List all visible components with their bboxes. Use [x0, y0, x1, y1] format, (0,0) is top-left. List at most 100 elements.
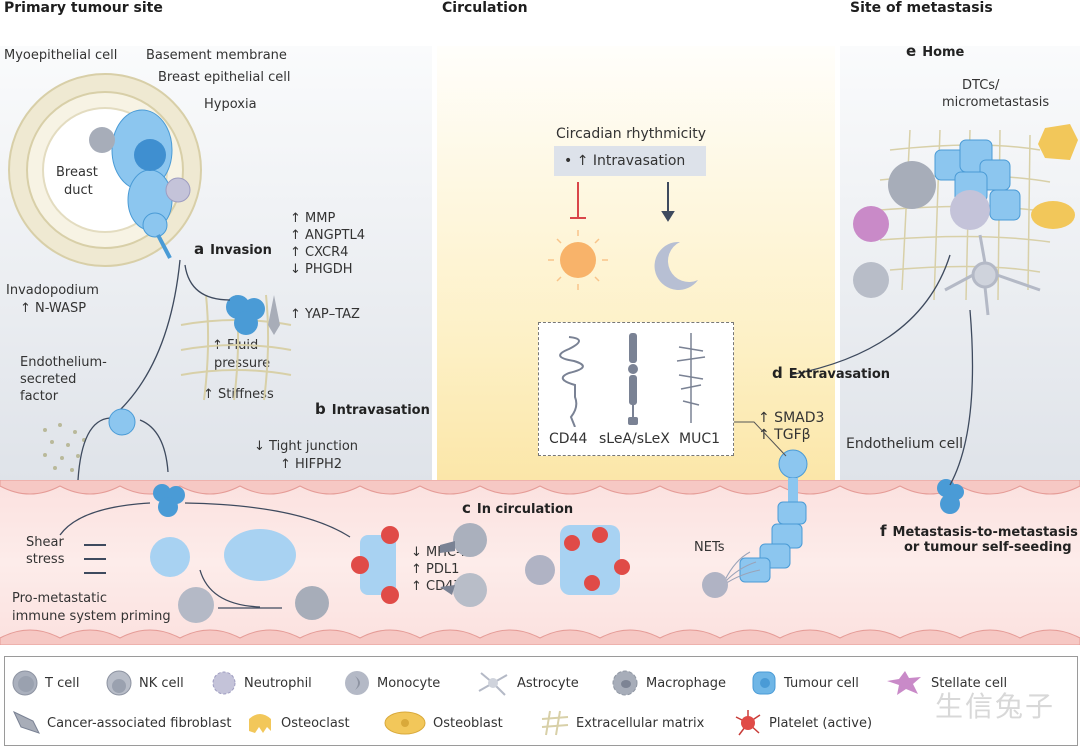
legend-item-t-cell: T cell [11, 669, 79, 697]
legend-item-astrocyte: Astrocyte [475, 669, 579, 697]
label-breast-epithelial-cell: Breast epithelial cell [158, 70, 291, 85]
label-stress: stress [26, 552, 65, 567]
step-letter-b: b [315, 400, 326, 418]
watermark: 生信兔子 [935, 690, 1056, 723]
arrow-home-to-self-seeding [949, 309, 974, 486]
macrophage-icon [295, 586, 329, 620]
astrocyte-icon [478, 672, 508, 696]
platelet-icon [381, 526, 399, 544]
osteoclast-icon [1038, 124, 1078, 160]
invadopodium [156, 234, 172, 259]
metastatic-niche-illustration [853, 124, 1078, 316]
step-letter-c: c [462, 499, 471, 517]
legend-label-platelet: Platelet (active) [769, 715, 873, 731]
stellate-cell-icon [887, 671, 921, 695]
header-primary-tumour-site: Primary tumour site [4, 0, 163, 16]
step-letter-f: f [880, 522, 887, 540]
tumour-cell-spreading-icon [224, 529, 296, 581]
legend-item-nk-cell: NK cell [105, 669, 184, 697]
secreted-factor-dots [43, 423, 86, 472]
marker-yap-taz: ↑ YAP–TAZ [290, 307, 360, 322]
immune-cells-c [440, 523, 487, 607]
extracellular-matrix-icon [541, 710, 569, 736]
t-cell-icon [453, 523, 487, 557]
legend-label-monocyte: Monocyte [377, 675, 441, 691]
tumour-protrusion [788, 478, 798, 506]
label-shear: Shear [26, 535, 64, 550]
label-hifph2: ↑ HIFPH2 [280, 457, 342, 472]
label-smad3: ↑ SMAD3 [758, 410, 825, 426]
step-title-intravasation: Intravasation [331, 403, 430, 418]
legend-item-macrophage: Macrophage [610, 669, 726, 697]
molecule-illustrations [559, 333, 706, 427]
platelet-icon [351, 556, 369, 574]
arrow-to-invasion-cluster [184, 264, 231, 301]
activate-arrow [661, 182, 675, 222]
blood-vessel [0, 480, 1080, 645]
legend-label-nk-cell: NK cell [139, 675, 184, 691]
intravasating-tumour-cluster [153, 484, 185, 517]
step-title-invasion: Invasion [210, 243, 272, 258]
label-cd44: CD44 [549, 431, 588, 447]
step-title-extravasation: Extravasation [788, 367, 891, 382]
legend-item-osteoblast: Osteoblast [383, 709, 503, 737]
legend-label-extracellular-matrix: Extracellular matrix [576, 715, 705, 731]
legend-item-extracellular-matrix: Extracellular matrix [540, 709, 704, 737]
legend-item-osteoclast: Osteoclast [245, 709, 350, 737]
label-basement-membrane: Basement membrane [146, 48, 287, 63]
label-invadopodium: Invadopodium [6, 283, 99, 298]
label-n-wasp: ↑ N-WASP [20, 301, 87, 316]
cd44-icon [559, 336, 584, 427]
legend-label-tumour-cell: Tumour cell [784, 675, 859, 691]
neutrophil-icon [165, 177, 191, 203]
platelet-coated-tumour [351, 526, 399, 604]
nk-cell-icon [853, 262, 889, 298]
legend-item-tumour-cell: Tumour cell [750, 669, 859, 697]
t-cell-icon [12, 670, 38, 696]
label-endothelium-cell: Endothelium cell [846, 436, 963, 452]
legend: T cell NK cell Neutrophil Monocyte Astro… [4, 656, 1078, 746]
metastasis-site-panel [840, 46, 1080, 482]
step-title-home: Home [922, 45, 965, 60]
extravasation-arrows [789, 254, 974, 486]
tumour-cell-icon [752, 671, 776, 695]
marker-pdl1: ↑ PDL1 [411, 562, 460, 577]
macrophage-icon [612, 670, 638, 696]
label-nets: NETs [694, 540, 725, 555]
label-endothelium-factor-1: Endothelium- [20, 355, 107, 370]
endothelium-top [0, 480, 1080, 495]
circulation-illustrations [59, 484, 630, 623]
platelet-icon [614, 559, 630, 575]
stellate-cell-icon [853, 206, 889, 242]
astrocyte-icon [944, 234, 1041, 316]
legend-item-neutrophil: Neutrophil [210, 669, 312, 697]
label-breast-duct-1: Breast [56, 165, 98, 180]
header-site-of-metastasis: Site of metastasis [850, 0, 993, 16]
adhesion-molecules-box: CD44 sLeA/sLeX MUC1 [538, 322, 734, 456]
nk-cell-icon [106, 670, 132, 696]
circadian-illustration [548, 182, 698, 290]
legend-label-caf: Cancer-associated fibroblast [47, 715, 232, 731]
arrow-factor-to-cell [77, 417, 111, 481]
neutrophil-icon [212, 671, 236, 695]
header-circulation: Circulation [442, 0, 528, 16]
step-title-in-circulation: In circulation [476, 502, 574, 517]
legend-label-osteoclast: Osteoclast [281, 715, 350, 731]
platelet-icon [564, 535, 580, 551]
marker-mmp: ↑ MMP [290, 211, 336, 226]
tumour-chain-cells [739, 501, 807, 583]
nk-cell-icon [453, 573, 487, 607]
label-immune-priming: immune system priming [12, 609, 171, 624]
label-endothelium-factor-3: factor [20, 389, 59, 404]
inhibit-arrow [570, 182, 586, 219]
macrophage-icon [888, 161, 936, 209]
marker-phgdh: ↓ PHGDH [290, 262, 353, 277]
step-letter-a: a [194, 240, 205, 258]
neutrophil-icon [702, 572, 728, 598]
muc1-icon [676, 333, 706, 423]
arrow-extravasation-to-home [789, 254, 951, 376]
label-slea-slex: sLeA/sLeX [599, 431, 670, 447]
marker-angptl4: ↑ ANGPTL4 [290, 228, 366, 243]
osteoblast-icon [1031, 201, 1075, 229]
